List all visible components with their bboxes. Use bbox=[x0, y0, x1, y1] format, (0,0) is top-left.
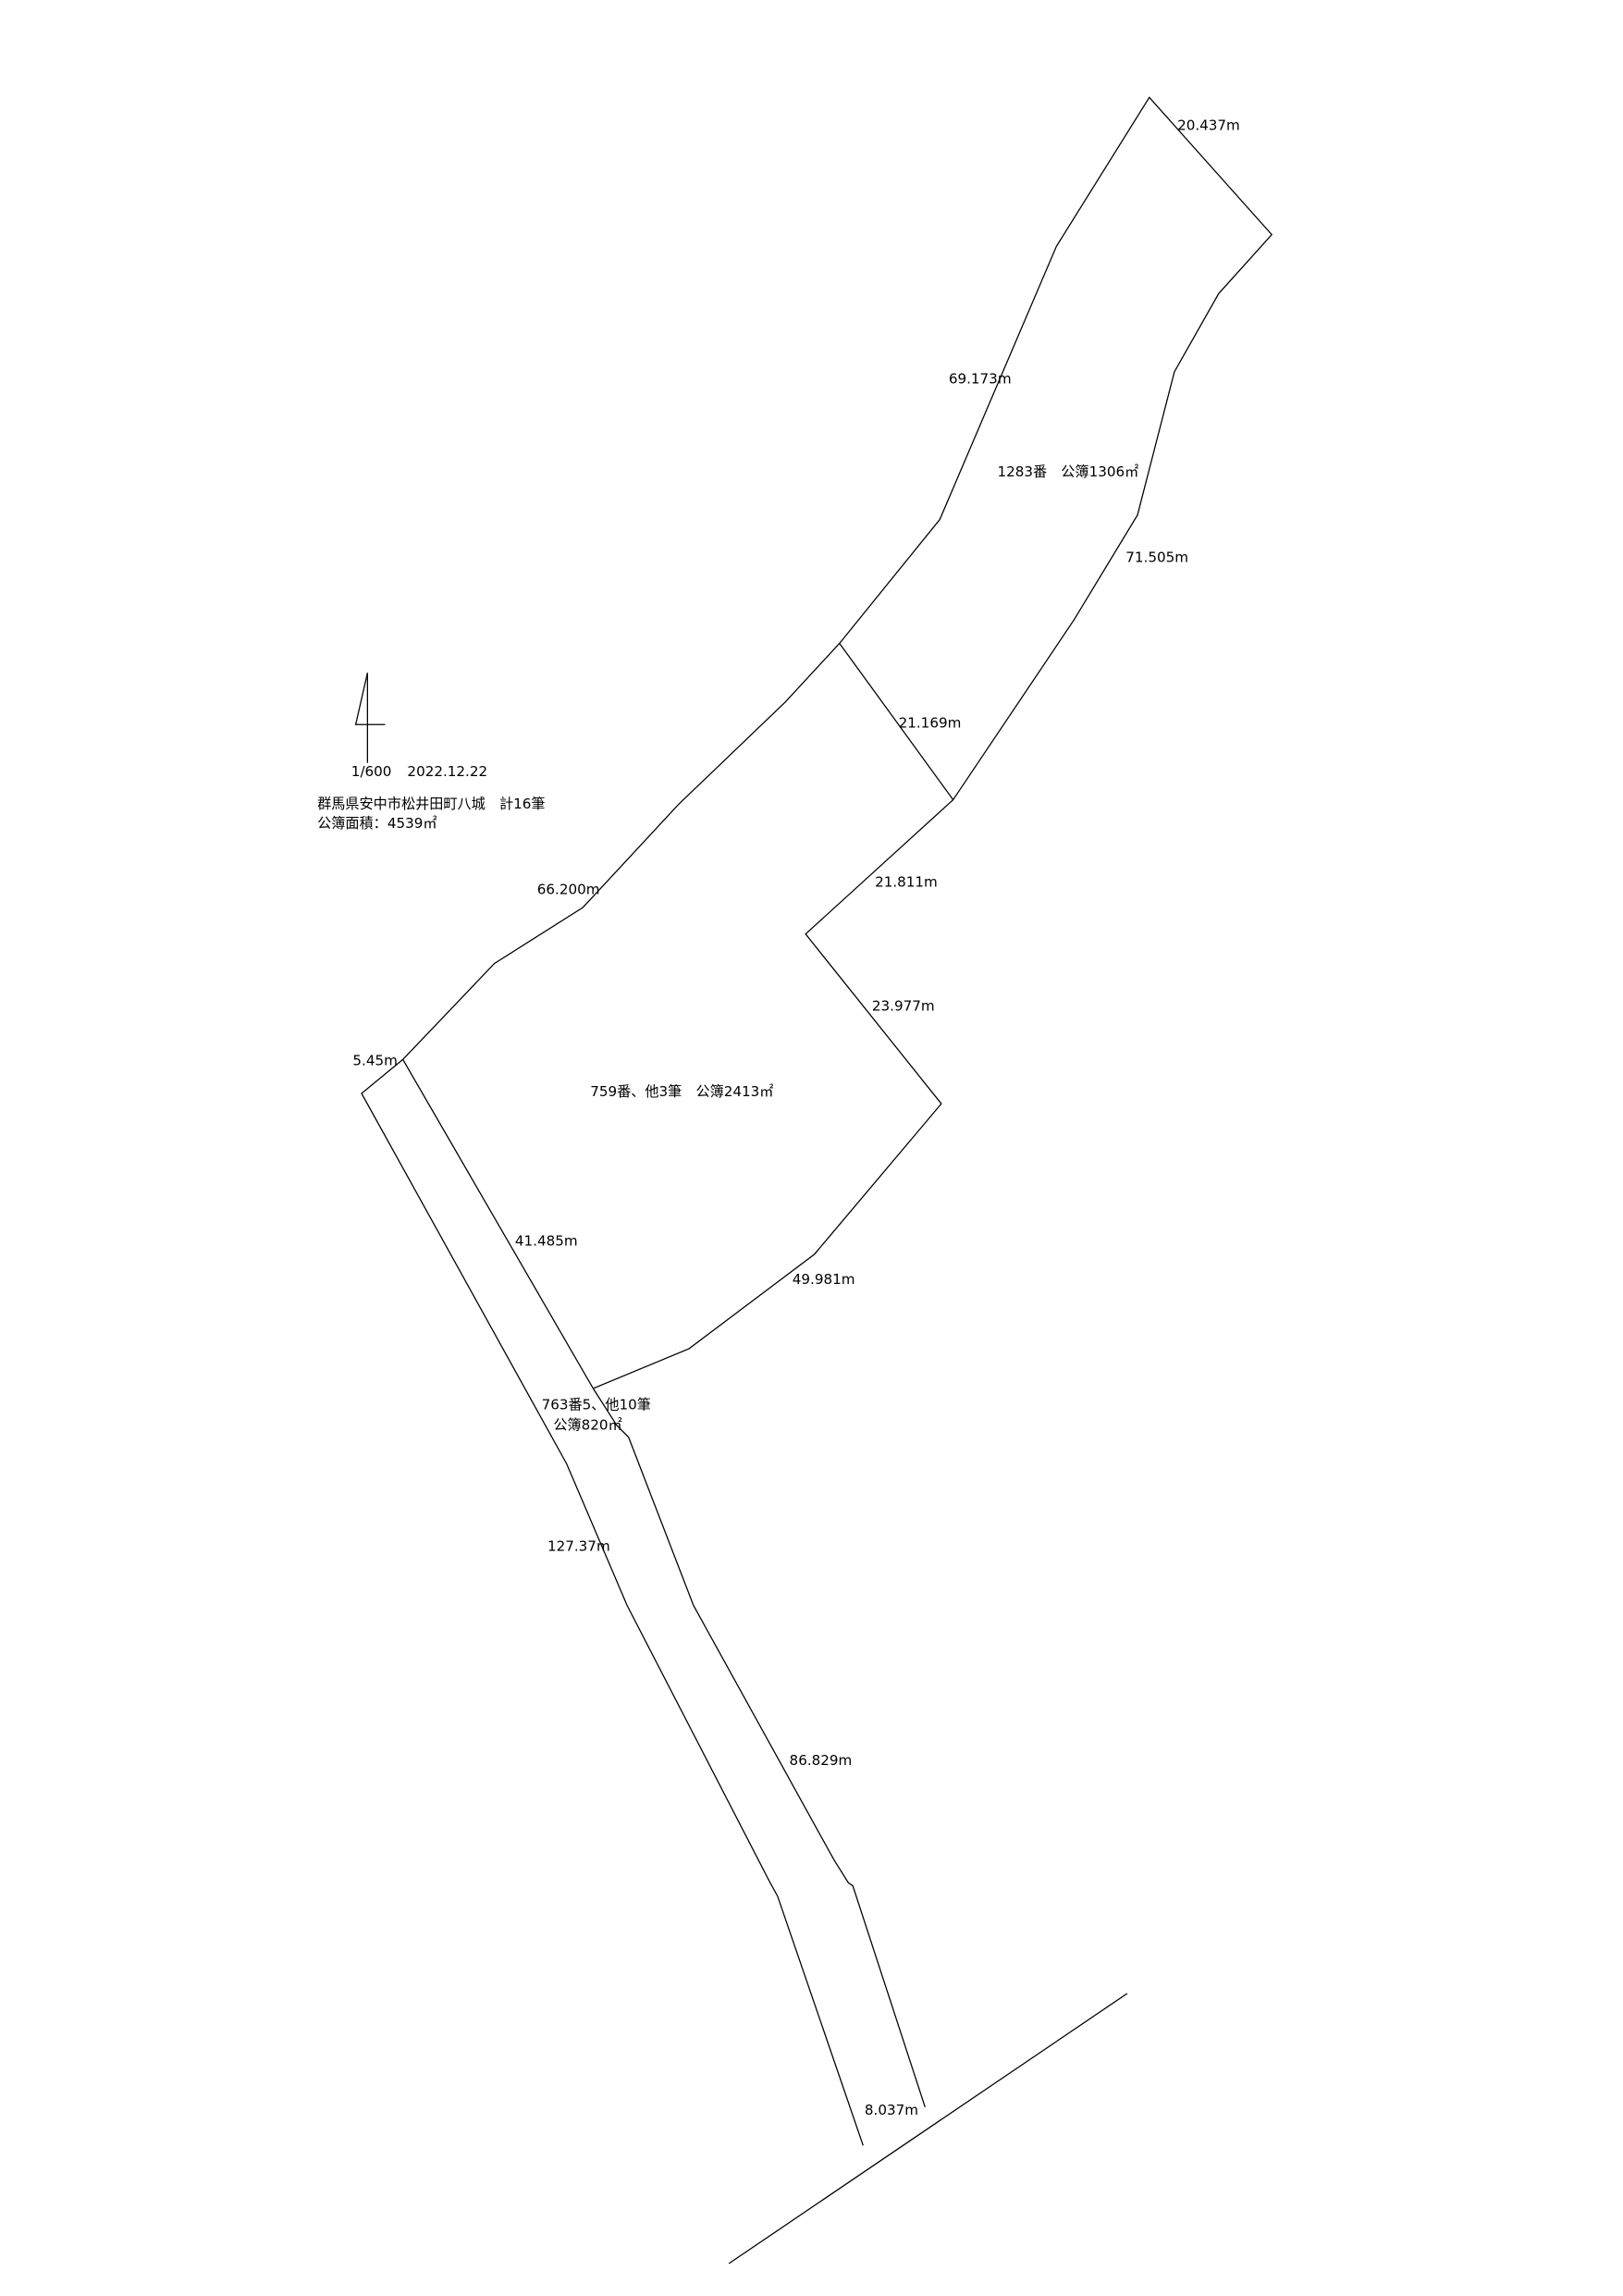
parcel-763-right-edge bbox=[592, 1388, 926, 2108]
location-label: 群馬県安中市松井田町八城 計16筆 bbox=[317, 796, 545, 812]
dimension-label: 20.437m bbox=[1177, 117, 1240, 133]
north-arrow-icon bbox=[354, 673, 386, 763]
parcel-759-boundary bbox=[401, 643, 954, 1389]
parcel-759-label: 759番、他3筆 公簿2413㎡ bbox=[590, 1083, 773, 1100]
dimension-label: 127.37m bbox=[547, 1537, 610, 1554]
road-line bbox=[728, 1993, 1128, 2265]
scale-label: 1/600 bbox=[351, 763, 392, 780]
parcel-763-label: 763番5、他10筆 bbox=[542, 1396, 651, 1413]
parcel-1283-label: 1283番 公簿1306㎡ bbox=[997, 463, 1138, 480]
dimension-label: 66.200m bbox=[537, 882, 600, 898]
dimension-label: 21.811m bbox=[875, 874, 938, 891]
dimension-label: 21.169m bbox=[899, 714, 962, 731]
parcel-763-left-edge bbox=[361, 1058, 864, 2146]
parcel-1283-boundary bbox=[839, 96, 1273, 801]
dimension-label: 8.037m bbox=[865, 2102, 918, 2118]
parcel-763-area: 公簿820㎡ bbox=[553, 1417, 621, 1434]
dimension-label: 69.173m bbox=[949, 371, 1012, 388]
date-label: 2022.12.22 bbox=[407, 763, 487, 780]
dimension-label: 71.505m bbox=[1125, 549, 1188, 566]
dimension-label: 23.977m bbox=[872, 998, 935, 1015]
total-area-label: 公簿面積：4539㎡ bbox=[317, 815, 436, 832]
dimension-label: 86.829m bbox=[790, 1752, 853, 1769]
dimension-label: 5.45m bbox=[352, 1053, 397, 1069]
dimension-label: 49.981m bbox=[793, 1271, 855, 1288]
dimension-label: 41.485m bbox=[515, 1232, 578, 1249]
